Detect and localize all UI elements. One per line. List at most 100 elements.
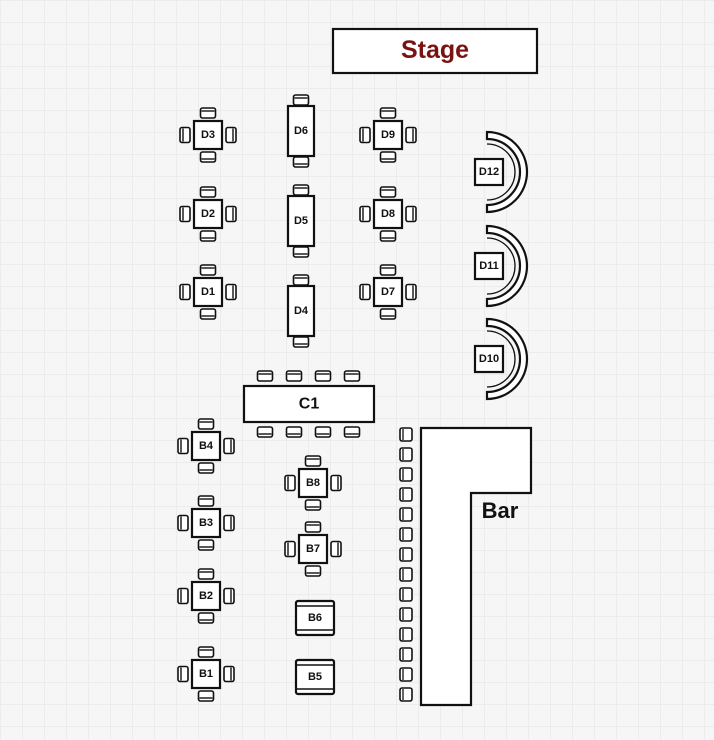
bar-stool [399, 447, 413, 462]
chair [405, 205, 417, 223]
chair [197, 495, 215, 507]
table-label: C1 [299, 396, 320, 413]
bar-stool [399, 687, 413, 702]
chair [177, 665, 189, 683]
chair [379, 107, 397, 119]
bar-stool [399, 527, 413, 542]
table-b6[interactable]: B6 [294, 599, 336, 637]
bar-stool [399, 427, 413, 442]
table-d11[interactable]: D11 [473, 224, 529, 308]
table-d8[interactable]: D8 [359, 186, 417, 242]
table-label: B8 [306, 477, 320, 489]
bar-stool [399, 547, 413, 562]
table-c1[interactable]: C1 [242, 370, 376, 438]
chair [256, 426, 274, 438]
chair [343, 370, 361, 382]
bar-stool [399, 607, 413, 622]
table-b3[interactable]: B3 [177, 495, 235, 551]
bar-stool [399, 507, 413, 522]
chair [223, 665, 235, 683]
table-label: B7 [306, 543, 320, 555]
chair [292, 336, 310, 348]
table-d3[interactable]: D3 [179, 107, 237, 163]
chair [177, 587, 189, 605]
chair [199, 186, 217, 198]
table-label: B2 [199, 590, 213, 602]
chair [343, 426, 361, 438]
chair [359, 205, 371, 223]
chair [197, 646, 215, 658]
chair [177, 437, 189, 455]
table-label: B4 [199, 440, 214, 452]
stage[interactable]: Stage [331, 27, 539, 75]
bar-stool [399, 567, 413, 582]
table-d5[interactable]: D5 [286, 184, 316, 258]
bar-stool [399, 487, 413, 502]
chair [304, 565, 322, 577]
chair [379, 308, 397, 320]
table-b7[interactable]: B7 [284, 521, 342, 577]
table-label: B5 [308, 671, 322, 683]
table-label: B3 [199, 517, 213, 529]
table-d2[interactable]: D2 [179, 186, 237, 242]
bar-stools [399, 427, 413, 702]
table-label: D9 [381, 129, 395, 141]
chair [330, 540, 342, 558]
chair [256, 370, 274, 382]
bar-label: Bar [482, 498, 519, 523]
table-b4[interactable]: B4 [177, 418, 235, 474]
chair [285, 370, 303, 382]
table-label: D12 [479, 166, 499, 178]
table-label: D4 [294, 305, 309, 317]
chair [292, 156, 310, 168]
table-b8[interactable]: B8 [284, 455, 342, 511]
chair [292, 246, 310, 258]
table-b1[interactable]: B1 [177, 646, 235, 702]
table-label: D8 [381, 208, 395, 220]
table-d4[interactable]: D4 [286, 274, 316, 348]
chair [405, 126, 417, 144]
table-d9[interactable]: D9 [359, 107, 417, 163]
chair [292, 94, 310, 106]
chair [314, 426, 332, 438]
chair [330, 474, 342, 492]
chair [292, 184, 310, 196]
chair [225, 126, 237, 144]
chair [225, 283, 237, 301]
table-label: D6 [294, 125, 308, 137]
table-label: D7 [381, 286, 395, 298]
table-label: D11 [479, 260, 499, 272]
chair [285, 426, 303, 438]
chair [359, 126, 371, 144]
table-b2[interactable]: B2 [177, 568, 235, 624]
table-d12[interactable]: D12 [473, 130, 529, 214]
bar-counter[interactable]: Bar [419, 426, 533, 707]
chair [199, 264, 217, 276]
bar-stool [399, 667, 413, 682]
chair [284, 540, 296, 558]
table-d7[interactable]: D7 [359, 264, 417, 320]
bar-stool [399, 627, 413, 642]
table-label: D1 [201, 286, 215, 298]
stage-label: Stage [401, 36, 469, 64]
chair [223, 514, 235, 532]
table-d10[interactable]: D10 [473, 317, 529, 401]
chair [314, 370, 332, 382]
table-b5[interactable]: B5 [294, 658, 336, 696]
chair [197, 690, 215, 702]
chair [304, 455, 322, 467]
chair [284, 474, 296, 492]
chair [199, 230, 217, 242]
chair [379, 230, 397, 242]
table-d1[interactable]: D1 [179, 264, 237, 320]
chair [304, 521, 322, 533]
chair [179, 205, 191, 223]
chair [197, 418, 215, 430]
table-d6[interactable]: D6 [286, 94, 316, 168]
chair [292, 274, 310, 286]
chair [199, 107, 217, 119]
table-label: B6 [308, 612, 322, 624]
table-label: D5 [294, 215, 308, 227]
bar-stool [399, 467, 413, 482]
